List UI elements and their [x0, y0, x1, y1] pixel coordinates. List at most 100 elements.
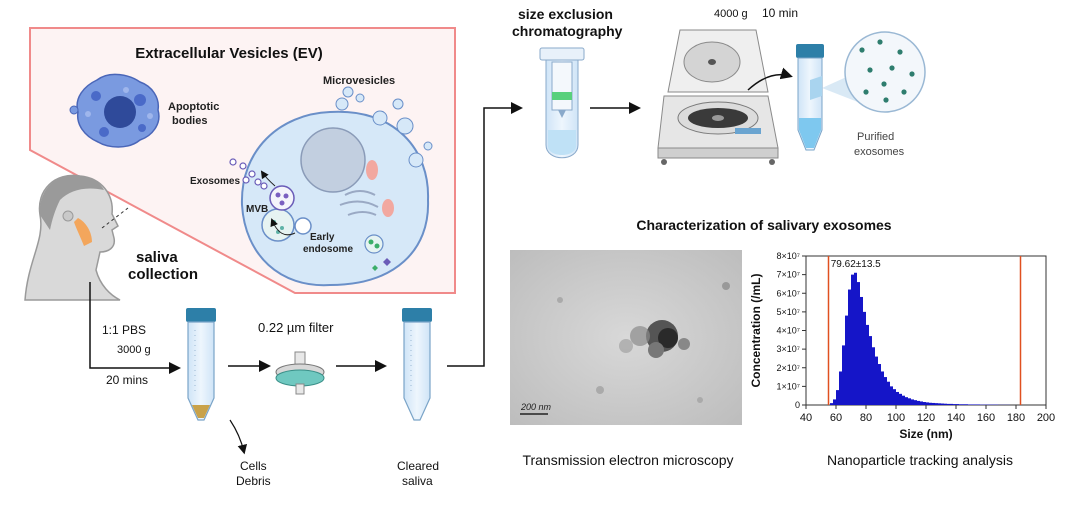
spin-time-label: 20 mins [106, 373, 148, 387]
filter-label: 0.22 µm filter [258, 320, 334, 335]
early-endosome-label-2: endosome [303, 244, 353, 255]
histogram-bar [932, 403, 935, 405]
histogram-bar [899, 394, 902, 405]
histogram-bar [857, 282, 860, 405]
x-tick-label: 80 [860, 412, 872, 424]
y-tick-label: 1×10⁷ [776, 381, 800, 391]
saliva-label-2: collection [128, 266, 198, 283]
microvesicles-label: Microvesicles [323, 75, 395, 87]
histogram-bar [971, 404, 974, 405]
apoptotic-label-1: Apoptotic [168, 101, 219, 113]
histogram-bar [881, 371, 884, 405]
y-tick-label: 4×10⁷ [776, 326, 800, 336]
exosome-zoom-icon [845, 32, 925, 112]
histogram-bar [944, 404, 947, 405]
histogram-bar [929, 403, 932, 405]
ev-title: Extracellular Vesicles (EV) [135, 45, 323, 62]
falcon-tube-1-icon [186, 308, 216, 420]
histogram-bar [926, 402, 929, 405]
histogram-bar [923, 402, 926, 405]
y-tick-label: 8×10⁷ [776, 251, 800, 261]
y-tick-label: 5×10⁷ [776, 307, 800, 317]
histogram-bar [977, 404, 980, 405]
histogram-bar [860, 297, 863, 405]
y-axis-label: Concentration (/mL) [749, 274, 763, 388]
centrifuge-g-label: 4000 g [714, 8, 748, 20]
syringe-filter-icon [276, 352, 324, 394]
x-tick-label: 100 [887, 412, 905, 424]
histogram-bar [896, 392, 899, 405]
cleared-label-2: saliva [402, 474, 433, 488]
x-tick-label: 140 [947, 412, 965, 424]
histogram-bar [914, 400, 917, 405]
x-tick-label: 40 [800, 412, 812, 424]
histogram-bar [920, 401, 923, 405]
histogram-bar [956, 404, 959, 405]
y-tick-label: 6×10⁷ [776, 288, 800, 298]
sec-label-1: size exclusion [518, 6, 613, 22]
tem-caption: Transmission electron microscopy [522, 452, 733, 468]
purified-label-1: Purified [857, 131, 894, 143]
x-tick-label: 160 [977, 412, 995, 424]
histogram-bar [908, 398, 911, 405]
sec-label-2: chromatography [512, 23, 623, 39]
histogram-bar [875, 357, 878, 405]
mvb-label: MVB [246, 204, 268, 215]
histogram-bar [902, 396, 905, 405]
centrifuge-icon [658, 30, 778, 165]
nta-caption: Nanoparticle tracking analysis [827, 452, 1013, 468]
histogram-bar [851, 275, 854, 405]
histogram-bar [893, 389, 896, 405]
debris-arrow [230, 420, 244, 452]
histogram-bar [848, 290, 851, 405]
cleared-label-1: Cleared [397, 459, 439, 473]
y-tick-label: 7×10⁷ [776, 270, 800, 280]
characterization-title: Characterization of salivary exosomes [636, 217, 891, 233]
histogram-bar [878, 364, 881, 405]
y-tick-label: 3×10⁷ [776, 344, 800, 354]
histogram-bar [962, 404, 965, 405]
histogram-bar [833, 399, 836, 405]
apoptotic-label-2: bodies [172, 115, 207, 127]
cells-label-1: Cells [240, 459, 267, 473]
tem-image [510, 250, 742, 425]
saliva-label-1: saliva [136, 249, 178, 266]
y-tick-label: 2×10⁷ [776, 363, 800, 373]
centrifuge-time-label: 10 min [762, 6, 798, 20]
y-tick-label: 0 [795, 400, 800, 410]
histogram-bar [950, 404, 953, 405]
histogram-bar [863, 312, 866, 405]
histogram-bar [941, 404, 944, 405]
histogram-bar [839, 371, 842, 405]
histogram-bar [842, 345, 845, 405]
histogram-bar [854, 273, 857, 405]
cell-icon [242, 112, 428, 285]
histogram-bar [866, 325, 869, 405]
flow-arrow-4 [447, 108, 520, 366]
exosomes-label: Exosomes [190, 176, 240, 187]
x-tick-label: 120 [917, 412, 935, 424]
histogram-bar [968, 404, 971, 405]
purified-label-2: exosomes [854, 146, 905, 158]
sec-column-icon [540, 48, 584, 158]
early-endosome-label-1: Early [310, 232, 335, 243]
x-tick-label: 200 [1037, 412, 1055, 424]
histogram-bar [845, 316, 848, 405]
cells-label-2: Debris [236, 474, 271, 488]
histogram-bar [890, 386, 893, 405]
x-tick-label: 60 [830, 412, 842, 424]
histogram-bar [830, 403, 833, 405]
histogram-bar [959, 404, 962, 405]
histogram-bar [917, 401, 920, 405]
x-axis-label: Size (nm) [899, 427, 952, 441]
histogram-bar [911, 399, 914, 405]
histogram-bar [869, 336, 872, 405]
spin-g-label: 3000 g [117, 344, 151, 356]
histogram-bar [965, 404, 968, 405]
mean-size-annotation: 79.62±13.5 [831, 259, 881, 270]
falcon-tube-3-icon [796, 44, 824, 150]
histogram-bar [836, 390, 839, 405]
histogram-bar [947, 404, 950, 405]
